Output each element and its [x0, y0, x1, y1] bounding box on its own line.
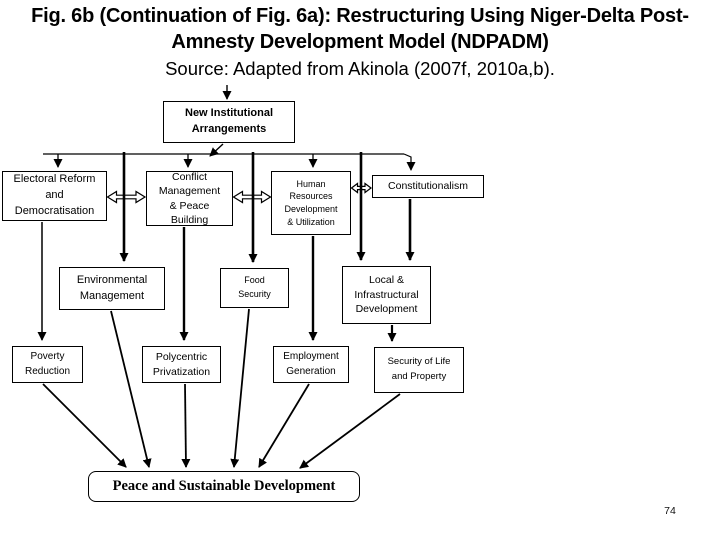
- arrow-bus-to-constitutionalism: [403, 153, 416, 171]
- box-polycentric-privatization: Polycentric Privatization: [142, 346, 221, 383]
- box-environmental-management: Environmental Management: [59, 267, 165, 310]
- box-constitutionalism: Constitutionalism: [372, 175, 484, 198]
- title-source-text: Source: Adapted from Akinola (2007f, 201…: [165, 57, 555, 79]
- double-arrow-human-constitutionalism: [350, 182, 372, 194]
- box-label: Local & Infrastructural Development: [354, 273, 419, 316]
- arrow-poverty-to-peace: [42, 383, 127, 468]
- box-label: Peace and Sustainable Development: [112, 477, 336, 494]
- box-label: Polycentric Privatization: [152, 351, 211, 378]
- box-new-institutional-arrangements: New Institutional Arrangements: [163, 101, 295, 143]
- box-label: Employment Generation: [283, 351, 339, 377]
- box-human-resources: Human Resources Development & Utilizatio…: [271, 171, 351, 235]
- arrow-food-to-peace: [230, 308, 250, 468]
- box-peace-sustainable-development: Peace and Sustainable Development: [88, 471, 360, 502]
- double-arrow-electoral-conflict: [106, 190, 147, 204]
- box-local-infrastructural-development: Local & Infrastructural Development: [342, 266, 431, 324]
- box-label: Conflict Management & Peace Building: [158, 170, 221, 226]
- page-number: 74: [664, 505, 676, 517]
- box-conflict-management: Conflict Management & Peace Building: [146, 171, 233, 226]
- box-label: New Institutional Arrangements: [185, 107, 273, 135]
- box-label: Food Security: [238, 275, 271, 299]
- double-arrow-conflict-human: [232, 190, 272, 204]
- arrow-employment-to-peace: [258, 383, 310, 468]
- box-label: Poverty Reduction: [24, 351, 71, 377]
- box-food-security: Food Security: [220, 268, 289, 308]
- arrow-polycentric-to-peace: [181, 383, 191, 468]
- arrow-security-to-peace: [299, 393, 401, 469]
- box-poverty-reduction: Poverty Reduction: [12, 346, 83, 383]
- box-electoral-reform: Electoral Reform and Democratisation: [2, 171, 107, 221]
- slide-title: Fig. 6b (Continuation of Fig. 6a): Restr…: [0, 3, 720, 80]
- title-text: Fig. 6b (Continuation of Fig. 6a): Restr…: [31, 5, 689, 54]
- box-label: Security of Life and Property: [387, 356, 451, 382]
- box-label: Human Resources Development & Utilizatio…: [284, 178, 338, 227]
- box-employment-generation: Employment Generation: [273, 346, 349, 383]
- box-security-of-life: Security of Life and Property: [374, 347, 464, 393]
- box-label: Constitutionalism: [388, 179, 468, 192]
- box-label: Environmental Management: [76, 274, 148, 302]
- arrow-environmental-to-peace: [110, 310, 152, 468]
- box-label: Electoral Reform and Democratisation: [13, 173, 96, 217]
- arrow-nia-to-bus: [209, 143, 224, 157]
